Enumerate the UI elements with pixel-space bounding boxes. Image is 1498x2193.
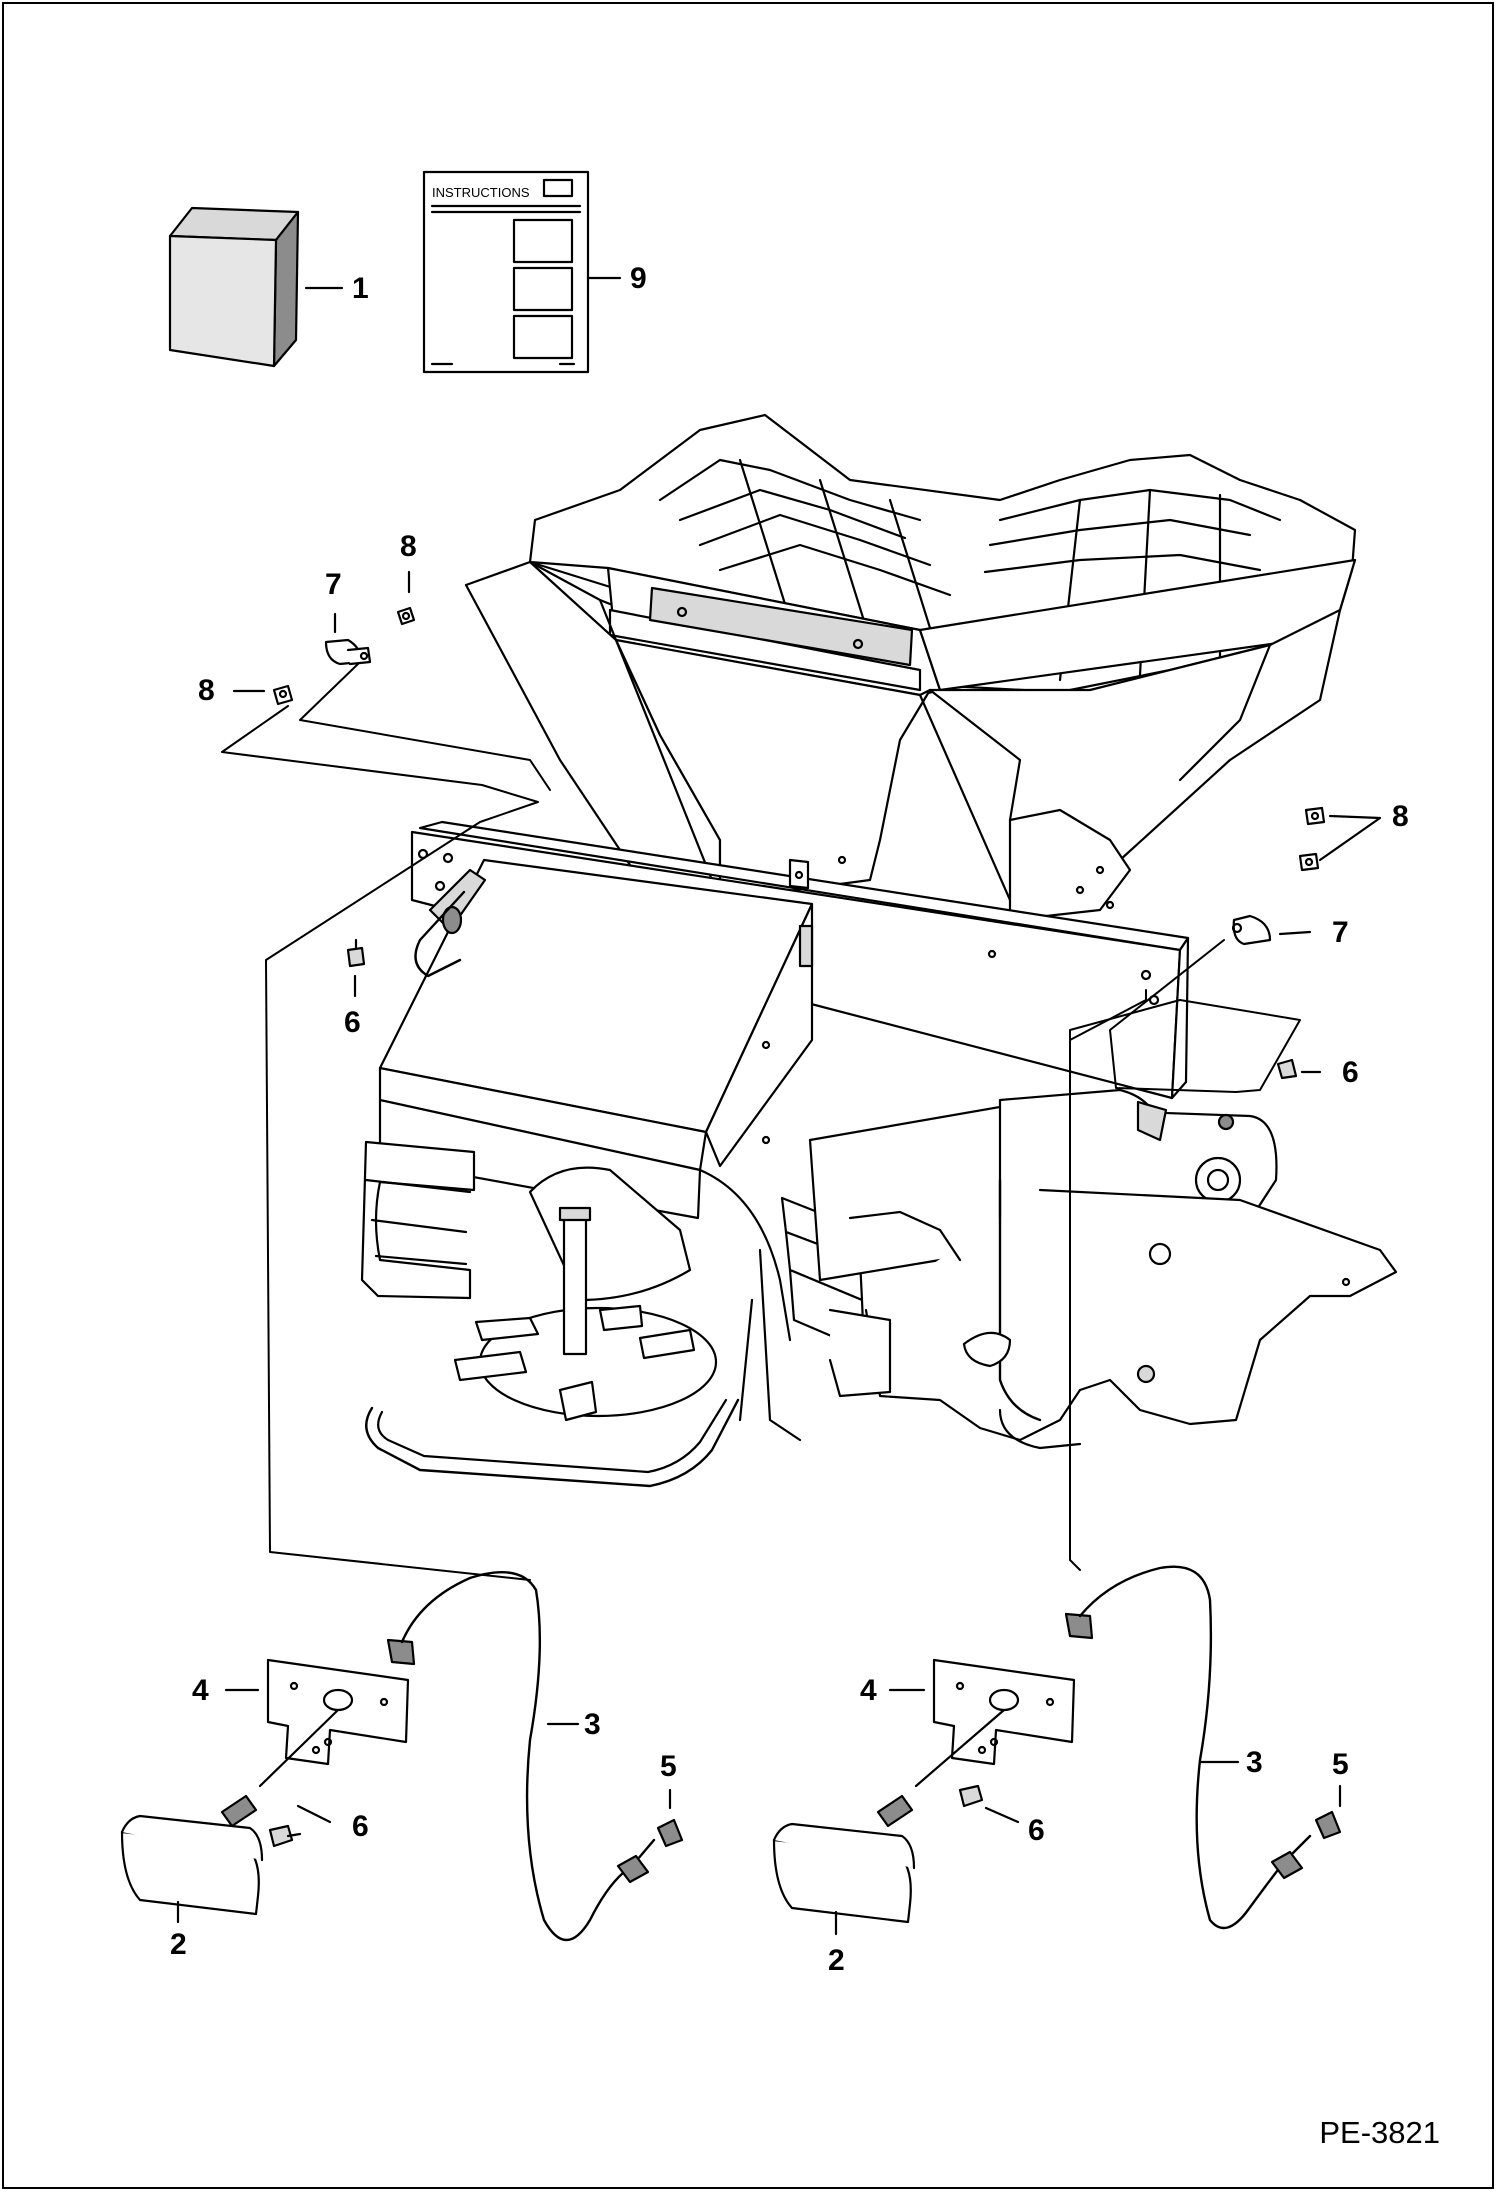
callout-harness-left: 3 <box>584 1708 601 1741</box>
callout-lamp-left: 2 <box>170 1928 187 1961</box>
chassis-frame <box>738 1088 1398 1450</box>
callout-screw-right: 6 <box>1028 1814 1045 1847</box>
lamp-assembly-right <box>772 1565 1342 1930</box>
instruction-sheet-heading: INSTRUCTIONS <box>432 185 530 200</box>
callout-bolt-left: 6 <box>344 1006 361 1039</box>
lamp-assembly-left <box>120 1571 684 1941</box>
callout-bracket-left: 4 <box>192 1674 209 1707</box>
callout-harness-right: 3 <box>1246 1746 1263 1779</box>
callout-kit-box: 1 <box>352 272 369 305</box>
callout-nut-left-top: 8 <box>400 530 417 563</box>
callout-connector-left: 5 <box>660 1750 677 1783</box>
callout-lamp-right: 2 <box>828 1944 845 1977</box>
kit-box-part <box>168 206 300 368</box>
spreader-hopper <box>464 413 1357 922</box>
figure-id: PE-3821 <box>1319 2115 1440 2150</box>
assembly-path-left <box>221 705 539 1581</box>
assembly-path-right <box>1069 939 1301 1571</box>
left-loop-handle <box>414 890 466 978</box>
callout-bolt-right: 6 <box>1342 1056 1359 1089</box>
right-hardware <box>1231 806 1326 1080</box>
callout-clamp-right: 7 <box>1332 916 1349 949</box>
callout-bracket-right: 4 <box>860 1674 877 1707</box>
callout-clamp-left: 7 <box>325 568 342 601</box>
bottom-loop-frame <box>365 1398 740 1488</box>
callout-nut-right: 8 <box>1392 800 1409 833</box>
left-hardware <box>272 606 416 968</box>
callout-connector-right: 5 <box>1332 1748 1349 1781</box>
callout-screw-left: 6 <box>352 1810 369 1843</box>
callout-nut-left: 8 <box>198 674 215 707</box>
deflector-left <box>360 1140 476 1300</box>
callout-instructions: 9 <box>630 262 647 295</box>
spinner-disk <box>453 1166 718 1422</box>
instruction-sheet-part: INSTRUCTIONS <box>422 170 590 374</box>
